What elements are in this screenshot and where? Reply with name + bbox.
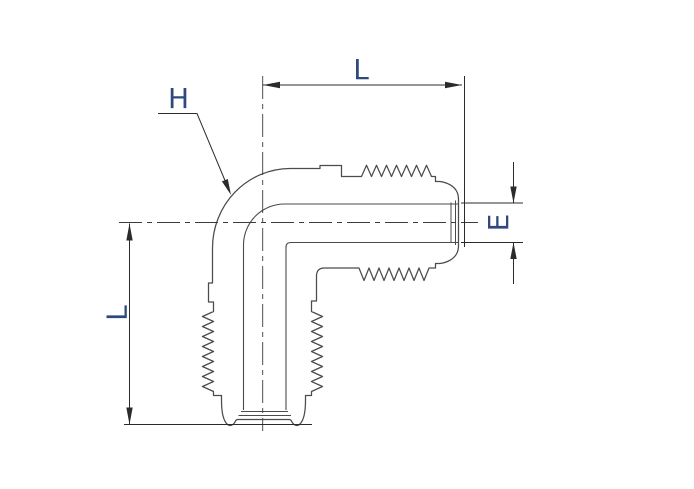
L-top-dimension-line — [263, 76, 465, 247]
E-label: E — [482, 214, 515, 232]
E-arrow-top — [510, 186, 517, 203]
L-left-arrow-top — [126, 223, 133, 241]
part-geometry — [201, 164, 460, 427]
dimension-H-leader: H — [158, 82, 231, 195]
L-left-dimension-line — [124, 223, 312, 425]
L-top-label: L — [353, 53, 369, 86]
E-arrow-bottom — [510, 242, 517, 259]
centerlines — [119, 76, 478, 431]
H-leader-arrow — [221, 179, 231, 195]
elbow-outline — [201, 164, 460, 427]
L-top-arrow-right — [445, 81, 462, 89]
dimensions: L L E H — [101, 53, 523, 425]
E-extension-lines — [461, 202, 523, 243]
L-left-label: L — [101, 305, 134, 321]
dimension-L-left: L — [101, 223, 312, 425]
dimension-L-top: L — [263, 53, 465, 247]
bore-inner-wall-line — [285, 241, 459, 410]
L-left-arrow-bottom — [126, 407, 133, 425]
dimension-E: E — [461, 162, 523, 284]
H-leader-line — [158, 113, 228, 187]
H-label: H — [168, 82, 189, 115]
bottom-end-chamfer-lines — [238, 411, 291, 416]
L-top-arrow-left — [263, 81, 280, 89]
bore-outer-wall-line — [242, 203, 459, 410]
